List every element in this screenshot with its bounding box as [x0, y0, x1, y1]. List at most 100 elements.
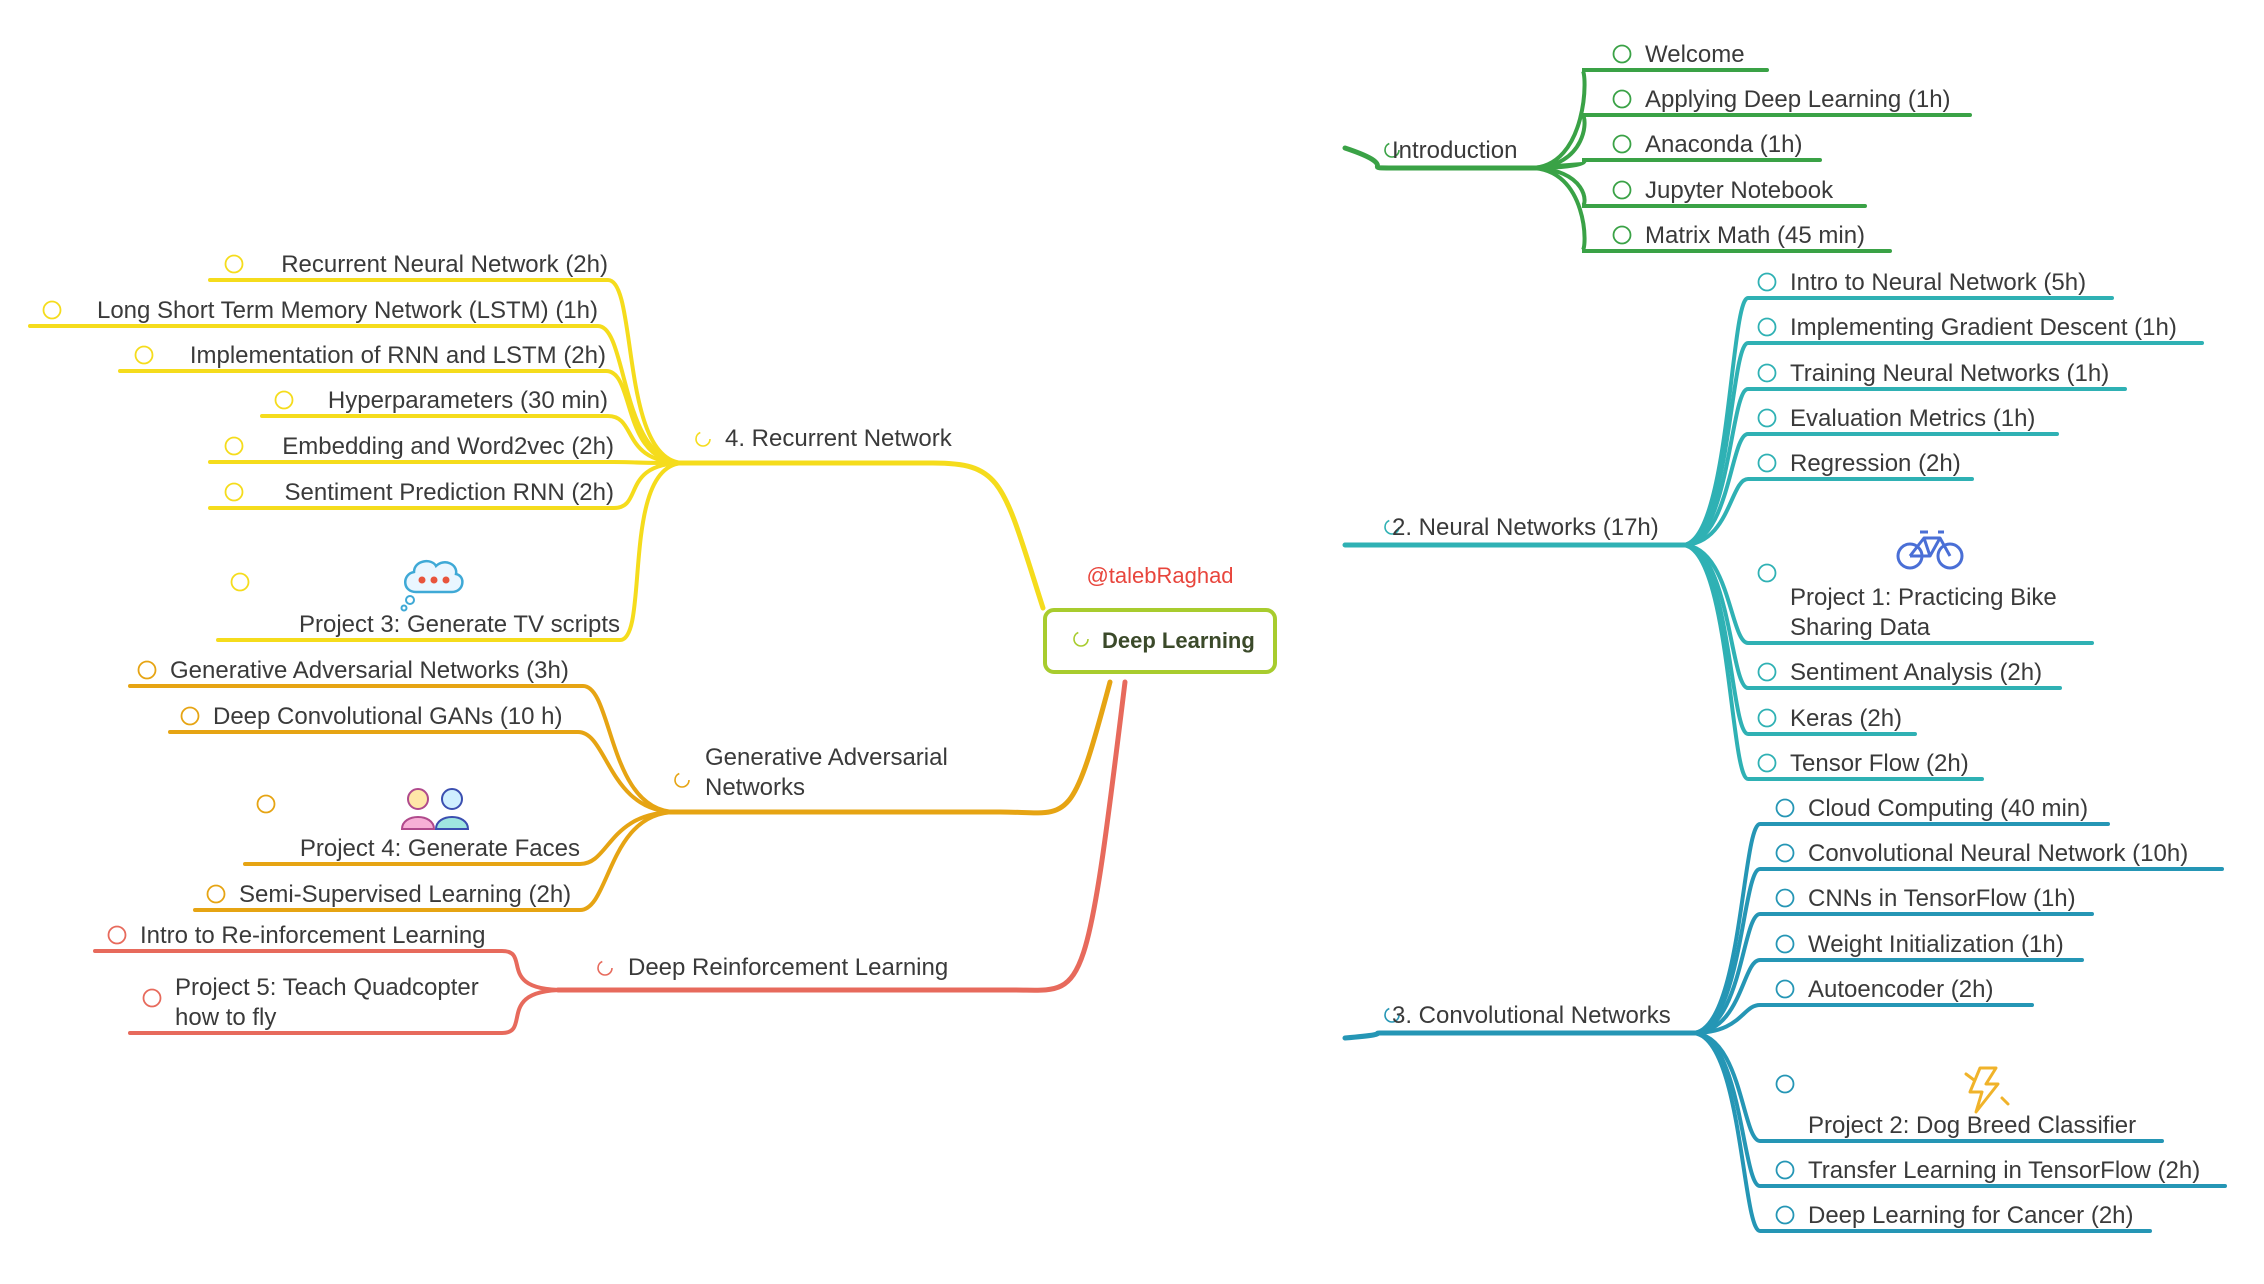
- child-label-line: how to fly: [175, 1004, 276, 1031]
- root-status-circle: [1073, 631, 1089, 647]
- child-circle[interactable]: [1612, 180, 1632, 200]
- child-label-line: Keras (2h): [1790, 705, 1902, 732]
- child-circle[interactable]: [1775, 1074, 1795, 1094]
- child-circle[interactable]: [1775, 1205, 1795, 1225]
- child-circle[interactable]: [1775, 843, 1795, 863]
- child-connector: [128, 988, 566, 1035]
- child-connector: [1528, 166, 1892, 253]
- child-circle[interactable]: [1757, 563, 1777, 583]
- child-circle[interactable]: [1775, 934, 1795, 954]
- child-connector: [1528, 158, 1822, 170]
- child-label-line: Sentiment Analysis (2h): [1790, 659, 2042, 686]
- child-circle[interactable]: [256, 794, 276, 814]
- child-label: Welcome: [1645, 41, 1745, 68]
- child-connector: [1680, 477, 1974, 547]
- topic-label-nn-line: 2. Neural Networks (17h): [1392, 514, 1659, 541]
- child-circle[interactable]: [224, 254, 244, 274]
- child-label-line: Anaconda (1h): [1645, 131, 1802, 158]
- child-label-line: Applying Deep Learning (1h): [1645, 86, 1951, 113]
- child-circle[interactable]: [1612, 44, 1632, 64]
- connector-lines: [28, 68, 2227, 1233]
- child-circle[interactable]: [1612, 134, 1632, 154]
- child-label: Project 5: Teach Quadcopter how to fly: [175, 974, 479, 1031]
- child-circle[interactable]: [1757, 363, 1777, 383]
- child-label-line: Project 5: Teach Quadcopter: [175, 974, 479, 1001]
- child-label-line: Implementation of RNN and LSTM (2h): [190, 342, 606, 369]
- child-label-line: Weight Initialization (1h): [1808, 931, 2064, 958]
- child-circle[interactable]: [1757, 408, 1777, 428]
- child-circle[interactable]: [1757, 317, 1777, 337]
- child-circle[interactable]: [180, 706, 200, 726]
- child-label-line: CNNs in TensorFlow (1h): [1808, 885, 2076, 912]
- child-connector: [93, 949, 566, 992]
- child-label-line: Project 1: Practicing Bike: [1790, 584, 2057, 611]
- child-circle[interactable]: [1757, 453, 1777, 473]
- child-circle[interactable]: [107, 925, 127, 945]
- child-connector: [1680, 432, 2059, 547]
- branch-connector-gan: [667, 679, 1113, 816]
- child-label: Intro to Neural Network (5h): [1790, 269, 2086, 296]
- child-label-line: Project 3: Generate TV scripts: [299, 611, 620, 638]
- child-label-line: Intro to Re-inforcement Learning: [140, 922, 486, 949]
- child-label: Project 4: Generate Faces: [300, 835, 580, 862]
- child-label-line: Intro to Neural Network (5h): [1790, 269, 2086, 296]
- root-node[interactable]: Deep Learning: [1043, 608, 1277, 674]
- branch-connector-cnn: [1342, 1030, 1701, 1041]
- root-label: Deep Learning: [1102, 628, 1255, 653]
- child-circle[interactable]: [1757, 753, 1777, 773]
- lightning-icon: [1964, 1066, 2010, 1114]
- child-label-line: Long Short Term Memory Network (LSTM) (1…: [97, 297, 598, 324]
- child-connector: [1690, 1003, 2034, 1035]
- child-circle[interactable]: [1757, 272, 1777, 292]
- topic-circle-rnn[interactable]: [695, 431, 711, 447]
- child-label: Sentiment Analysis (2h): [1790, 659, 2042, 686]
- child-circle[interactable]: [137, 660, 157, 680]
- child-circle[interactable]: [274, 390, 294, 410]
- child-circle[interactable]: [1757, 708, 1777, 728]
- child-label: CNNs in TensorFlow (1h): [1808, 885, 2076, 912]
- topic-label-rnn: 4. Recurrent Network: [725, 425, 953, 452]
- child-circle[interactable]: [206, 884, 226, 904]
- child-circle[interactable]: [134, 345, 154, 365]
- child-label-line: Regression (2h): [1790, 450, 1961, 477]
- child-circle[interactable]: [42, 300, 62, 320]
- child-label-line: Project 4: Generate Faces: [300, 835, 580, 862]
- child-label: Transfer Learning in TensorFlow (2h): [1808, 1157, 2200, 1184]
- child-connector: [1528, 68, 1769, 170]
- topic-circle-nn[interactable]: [1384, 519, 1400, 535]
- branch-connector-drl: [555, 679, 1128, 993]
- child-circle[interactable]: [230, 572, 250, 592]
- child-circle[interactable]: [1612, 225, 1632, 245]
- child-label-line: Hyperparameters (30 min): [328, 387, 608, 414]
- child-label: Evaluation Metrics (1h): [1790, 405, 2035, 432]
- child-circle[interactable]: [1775, 798, 1795, 818]
- topic-circle-intro[interactable]: [1384, 142, 1400, 158]
- topic-label-gan-line: Networks: [705, 774, 805, 801]
- child-connector: [1690, 1031, 2152, 1233]
- child-connector: [118, 369, 686, 465]
- child-connector: [193, 810, 678, 912]
- root-node-box: [1043, 608, 1277, 674]
- child-circle[interactable]: [142, 988, 162, 1008]
- child-circle[interactable]: [1775, 1160, 1795, 1180]
- topic-circle-drl[interactable]: [597, 960, 613, 976]
- child-label-line: Evaluation Metrics (1h): [1790, 405, 2035, 432]
- child-circle[interactable]: [1757, 662, 1777, 682]
- child-circle[interactable]: [1612, 89, 1632, 109]
- child-label-line: Recurrent Neural Network (2h): [281, 251, 608, 278]
- child-label-line: Sharing Data: [1790, 614, 1931, 641]
- topic-label-cnn: 3. Convolutional Networks: [1392, 1002, 1671, 1029]
- child-label-line: Generative Adversarial Networks (3h): [170, 657, 569, 684]
- child-circle[interactable]: [224, 436, 244, 456]
- faces-icon: [400, 788, 470, 830]
- topic-circle-gan[interactable]: [674, 772, 690, 788]
- child-label-line: Deep Learning for Cancer (2h): [1808, 1202, 2134, 1229]
- child-label: Implementing Gradient Descent (1h): [1790, 314, 2177, 341]
- child-circle[interactable]: [1775, 979, 1795, 999]
- branch-connector-intro: [1342, 145, 1539, 171]
- topic-circle-cnn[interactable]: [1384, 1007, 1400, 1023]
- child-circle[interactable]: [1775, 888, 1795, 908]
- child-label: Autoencoder (2h): [1808, 976, 1993, 1003]
- child-circle[interactable]: [224, 482, 244, 502]
